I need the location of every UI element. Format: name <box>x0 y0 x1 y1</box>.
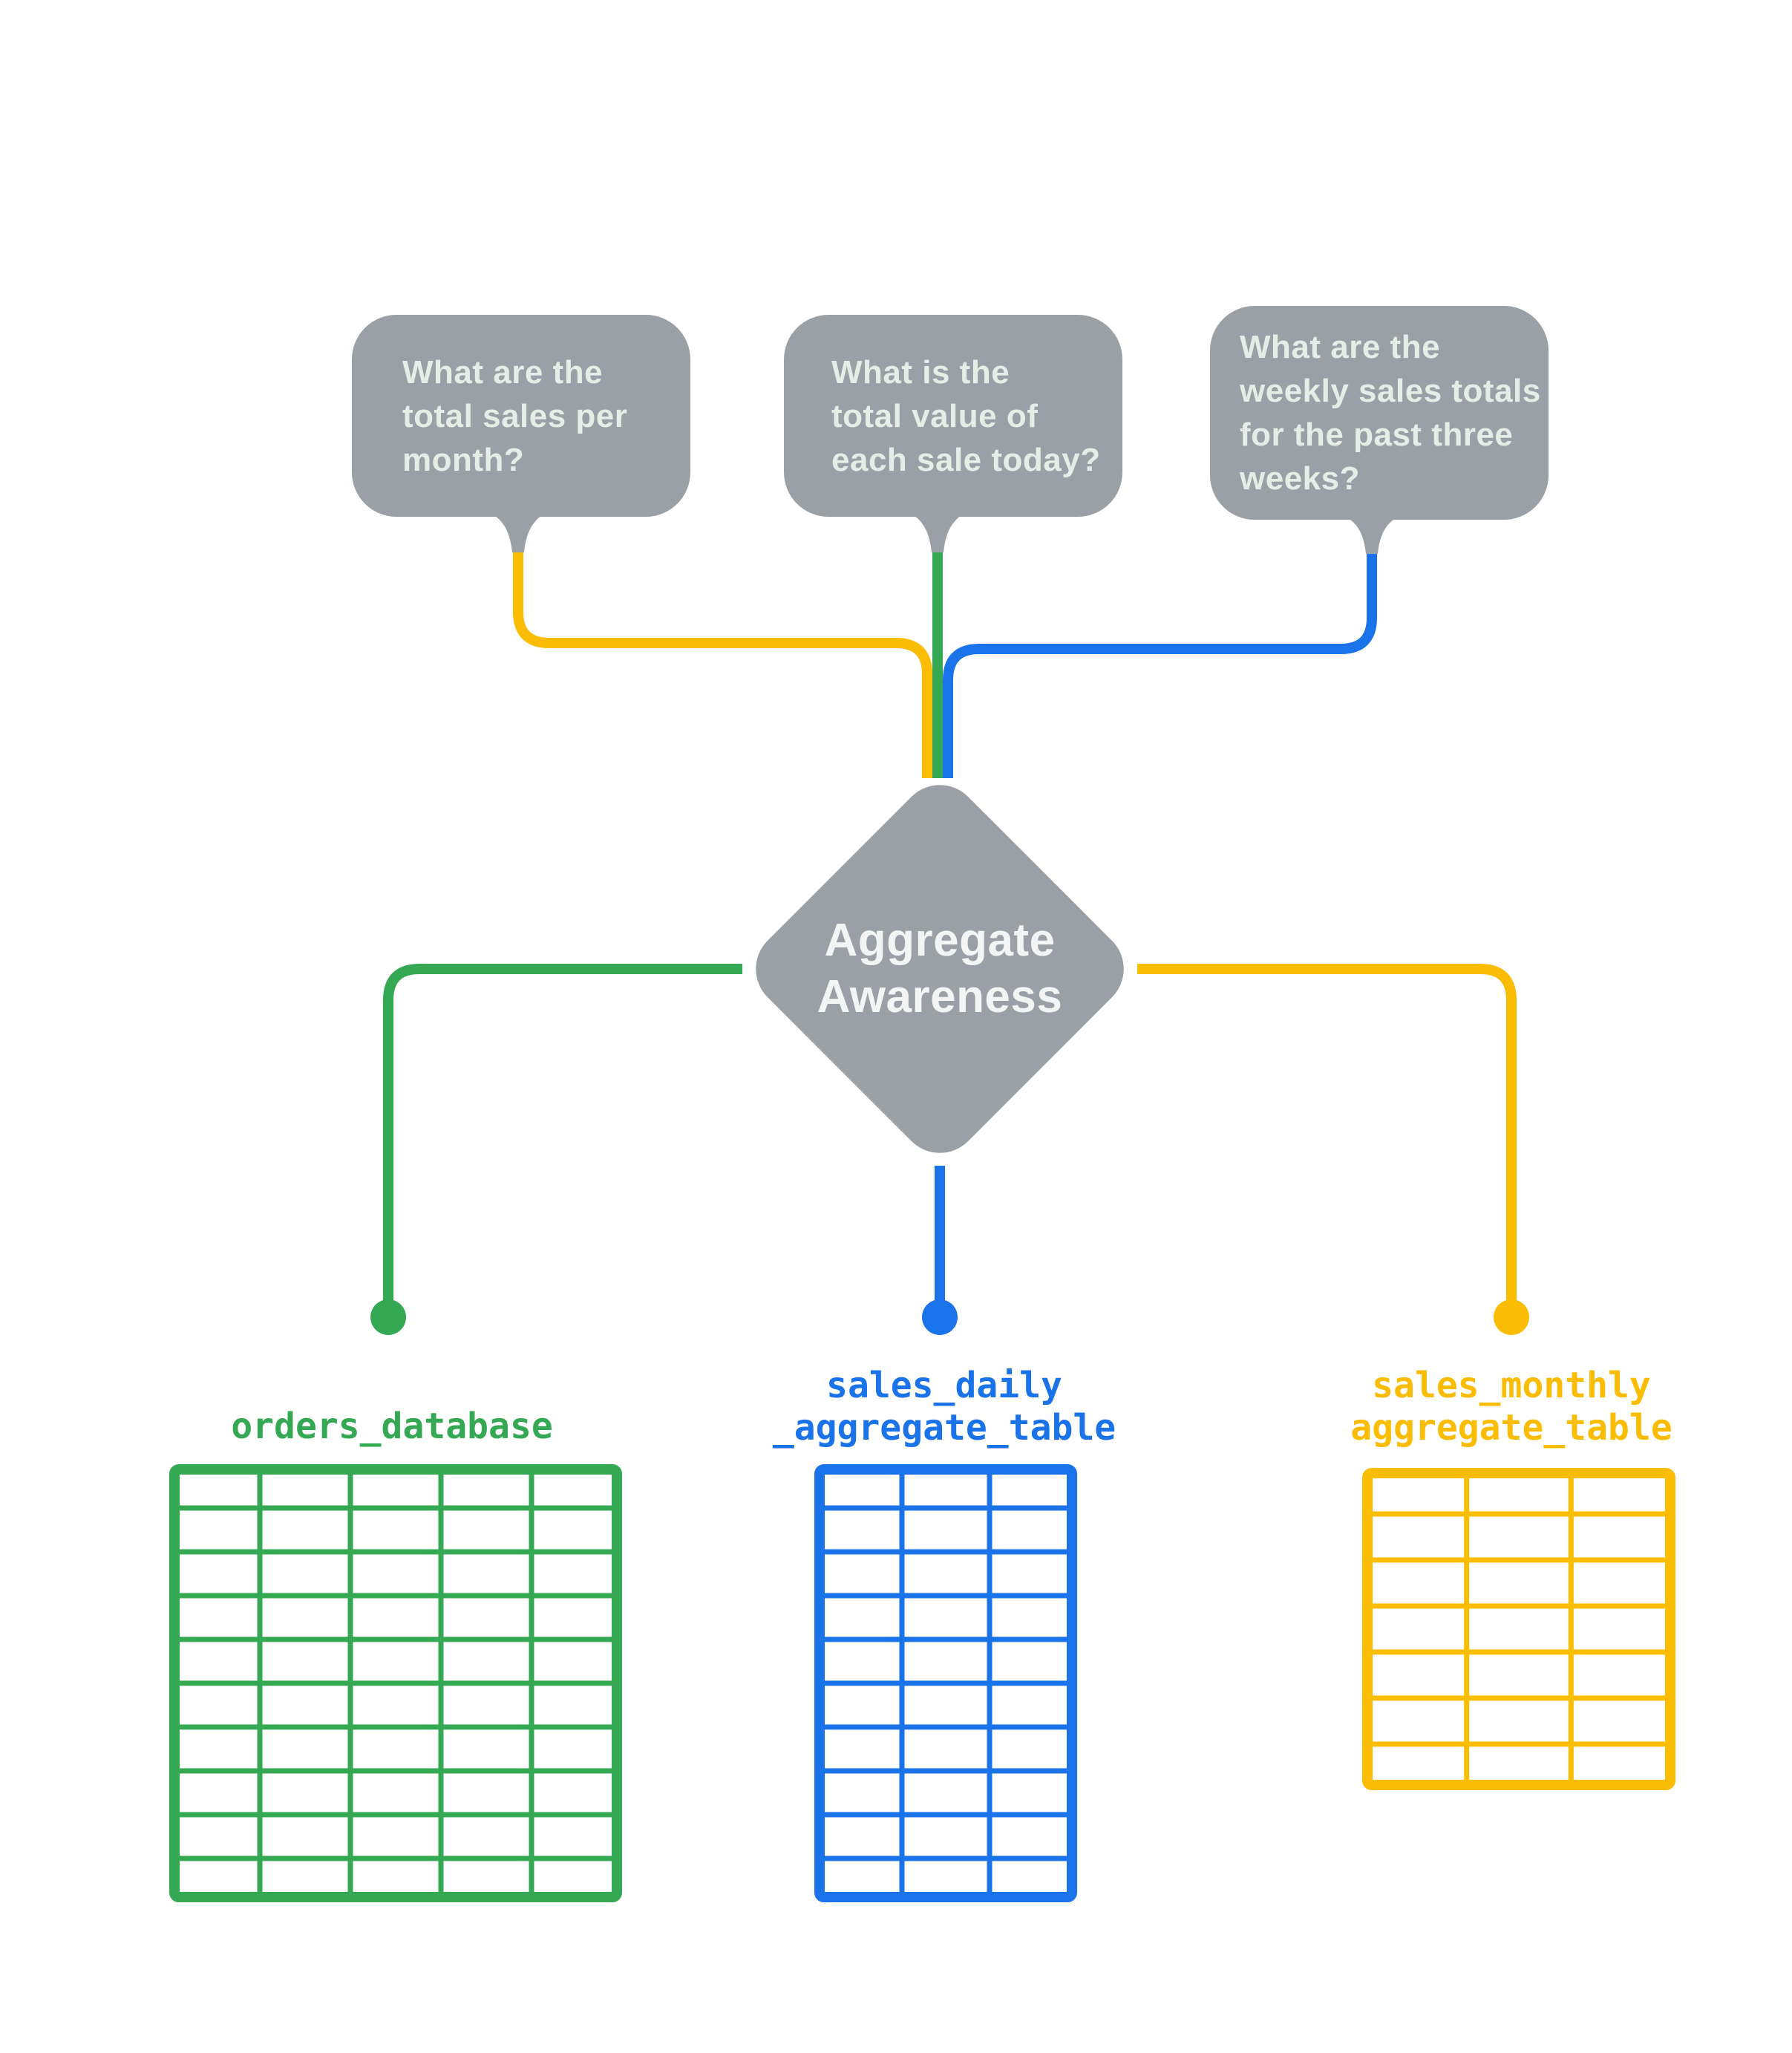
speech-bubble-daily-body <box>784 315 1122 517</box>
sales-daily-table-grid <box>814 1464 1077 1902</box>
sales-daily-dot <box>922 1299 958 1335</box>
question-connectors <box>513 551 1377 778</box>
speech-bubble-weekly-tail <box>1333 512 1410 554</box>
monthly-question-connector <box>513 551 932 778</box>
orders-database-dot <box>370 1299 406 1335</box>
monthly-question-bubble-text-wrap: What are the total sales per month? <box>352 315 690 517</box>
speech-bubble-weekly-body <box>1210 306 1549 520</box>
table-border <box>1362 1468 1675 1790</box>
sales-monthly-table-grid <box>1362 1468 1675 1790</box>
sales-daily-label: sales_daily _aggregate_table <box>772 1365 1116 1449</box>
speech-bubble-monthly-body <box>352 315 690 517</box>
speech-bubble-daily-tail <box>899 509 976 552</box>
speech-bubble-monthly-tail <box>480 509 557 552</box>
aggregate-awareness-diamond <box>756 785 1124 1153</box>
speech-bubble-daily <box>784 315 1122 552</box>
monthly-question-text: What are the total sales per month? <box>402 353 628 478</box>
speech-bubble-monthly <box>352 315 690 552</box>
sales-monthly-label: sales_monthly aggregate_table <box>1350 1365 1672 1449</box>
orders-database-label: orders_database <box>231 1406 553 1447</box>
orders-database-connector <box>383 964 742 1317</box>
weekly-question-text: What are the weekly sales totals for the… <box>1240 329 1541 497</box>
table-connectors <box>383 964 1517 1317</box>
weekly-question-bubble-text-wrap: What are the weekly sales totals for the… <box>1210 306 1549 520</box>
daily-question-bubble-text-wrap: What is the total value of each sale tod… <box>784 315 1122 517</box>
sales-monthly-dot <box>1494 1299 1529 1335</box>
diamond-label-wrap: Aggregate Awareness <box>791 827 1088 1111</box>
speech-bubble-weekly <box>1210 306 1549 554</box>
orders-database-table-grid <box>169 1464 622 1902</box>
diamond-label: Aggregate Awareness <box>817 915 1063 1022</box>
daily-question-text: What is the total value of each sale tod… <box>831 353 1101 478</box>
weekly-question-connector <box>943 551 1377 778</box>
sales-monthly-connector <box>1137 964 1517 1317</box>
